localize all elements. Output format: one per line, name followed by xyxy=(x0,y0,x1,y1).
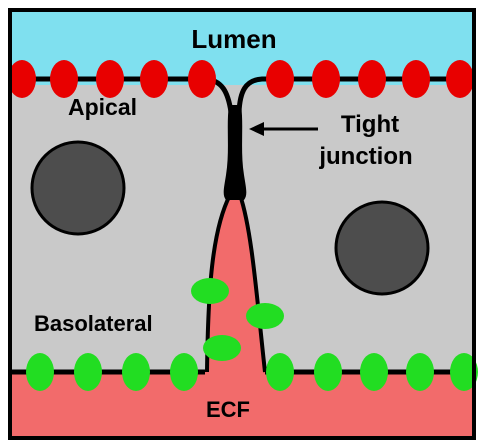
basolateral-label: Basolateral xyxy=(34,311,153,336)
apical-protein xyxy=(358,60,386,98)
basolateral-protein xyxy=(74,353,102,391)
basolateral-protein xyxy=(203,335,241,361)
ecf-label: ECF xyxy=(206,397,250,422)
basolateral-protein xyxy=(360,353,388,391)
basolateral-protein xyxy=(170,353,198,391)
tight-junction-label-line1: Tight xyxy=(341,111,399,138)
basolateral-protein xyxy=(246,303,284,329)
apical-protein xyxy=(266,60,294,98)
apical-protein xyxy=(50,60,78,98)
left-nucleus xyxy=(32,142,124,234)
apical-protein xyxy=(312,60,340,98)
apical-protein xyxy=(188,60,216,98)
apical-protein xyxy=(140,60,168,98)
basolateral-protein xyxy=(122,353,150,391)
apical-protein xyxy=(96,60,124,98)
apical-protein xyxy=(402,60,430,98)
basolateral-protein xyxy=(314,353,342,391)
basolateral-protein xyxy=(191,278,229,304)
basolateral-protein xyxy=(406,353,434,391)
apical-protein xyxy=(446,60,474,98)
apical-label: Apical xyxy=(68,94,137,120)
right-nucleus xyxy=(336,202,428,294)
lumen-label: Lumen xyxy=(191,24,276,54)
tight-junction-label-line2: junction xyxy=(318,143,412,170)
apical-protein xyxy=(8,60,36,98)
basolateral-protein xyxy=(266,353,294,391)
basolateral-protein xyxy=(26,353,54,391)
